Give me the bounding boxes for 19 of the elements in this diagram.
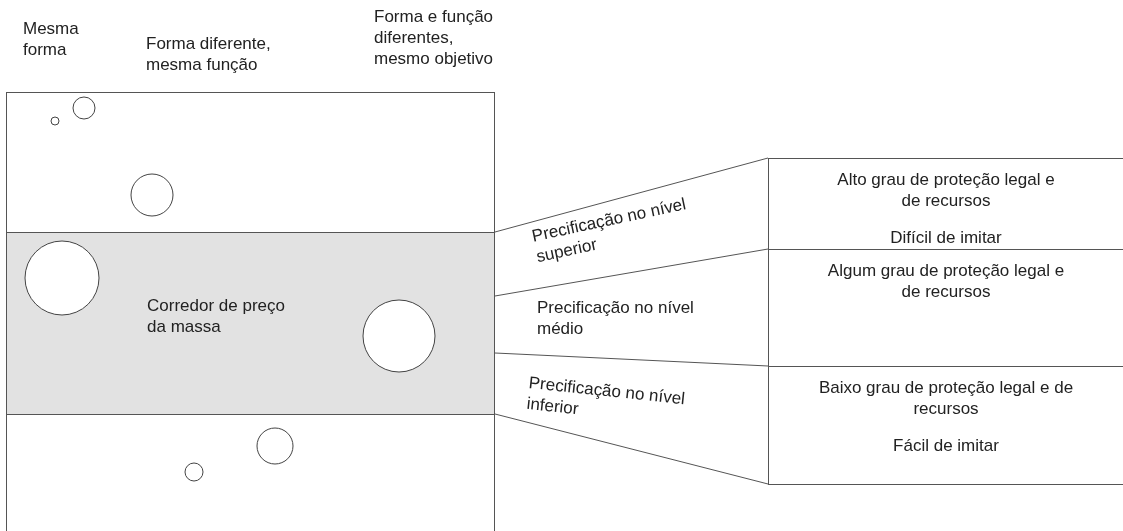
table-row xyxy=(768,158,1123,250)
tier-label: Precificação no nível inferior xyxy=(525,372,687,421)
band-text: Corredor de preço da massa xyxy=(147,295,286,337)
band xyxy=(6,232,495,415)
column-heading: Forma e função diferentes, mesmo objetivo xyxy=(374,6,495,69)
frame-box xyxy=(6,92,495,531)
column-heading: Mesma forma xyxy=(23,18,80,60)
row-text: Baixo grau de proteção legal e de recursos xyxy=(817,377,1075,419)
divider-line xyxy=(494,157,769,233)
divider-line xyxy=(494,248,769,297)
divider-line xyxy=(494,352,769,367)
row-text: Algum grau de proteção legal e de recursos xyxy=(826,260,1066,302)
tier-label: Precificação no nível médio xyxy=(537,297,695,339)
note-text: Fácil de imitar xyxy=(892,435,1000,456)
row-text: Alto grau de proteção legal e de recursos xyxy=(836,169,1056,211)
table-row xyxy=(768,366,1123,485)
column-heading: Forma diferente, mesma função xyxy=(146,33,272,75)
divider-line xyxy=(494,413,769,485)
note-text: Difícil de imitar xyxy=(889,227,1003,248)
